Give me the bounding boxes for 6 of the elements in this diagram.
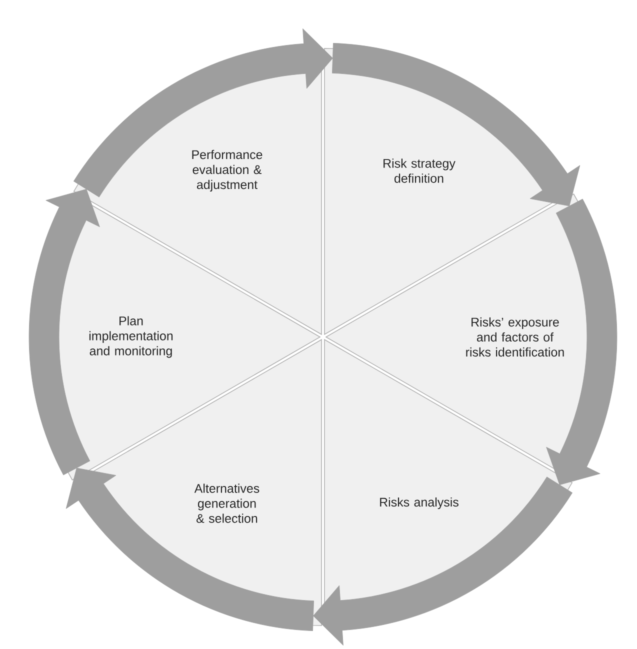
curved-arrow (28, 188, 100, 476)
curved-arrow (313, 476, 573, 646)
curved-arrow (332, 42, 580, 206)
curved-arrow (546, 198, 618, 486)
curved-arrow (66, 468, 314, 632)
curved-arrow (73, 28, 333, 198)
